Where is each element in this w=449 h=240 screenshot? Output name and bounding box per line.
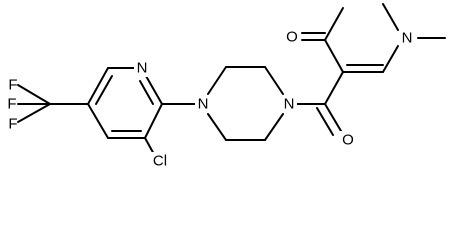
bond-pip-4	[264, 113, 284, 141]
bond-pyr-c5-c6	[87, 67, 109, 105]
chemical-structure-diagram: F F F N Cl N N O O N	[7, 3, 446, 170]
bond-carbonyl-o-double	[316, 107, 334, 136]
bond-pyr-c2-c3	[144, 103, 163, 139]
bond-ch-nme2	[382, 45, 399, 73]
bond-pyr-n1-c2-double	[139, 80, 154, 105]
bond-acetyl-methyl	[324, 7, 344, 41]
bond-cf3-f-bottom	[17, 103, 51, 123]
bond-pip-1	[207, 66, 227, 95]
piperazine-nitrogen-right-label: N	[284, 96, 295, 113]
bond-alkene-acetyl	[324, 39, 344, 73]
fluorine-mid-label: F	[7, 96, 16, 113]
bond-n-methyl-up	[382, 3, 399, 31]
atom-labels: F F F N Cl N N O O N	[7, 28, 415, 170]
bond-lines	[17, 3, 446, 157]
dimethylamino-nitrogen-label: N	[402, 30, 413, 47]
amide-oxygen-label: O	[342, 132, 354, 149]
fluorine-top-label: F	[8, 77, 17, 94]
bond-pyr-n1-c2	[145, 75, 163, 105]
ketone-oxygen-label: O	[286, 29, 298, 46]
bond-pyr-c4-c5	[87, 103, 109, 139]
fluorine-bottom-label: F	[8, 116, 17, 133]
bond-cf3-f-top	[17, 84, 51, 105]
bond-carbonyl-alkene	[324, 71, 344, 105]
bond-pip-3	[264, 66, 284, 95]
piperazine-nitrogen-left-label: N	[198, 96, 209, 113]
bond-pyr-c5-c6-double	[95, 75, 113, 105]
bond-carbonyl-o	[324, 103, 342, 132]
chlorine-label: Cl	[153, 153, 167, 170]
bond-pip-6	[207, 113, 227, 141]
pyridine-nitrogen-label: N	[137, 60, 148, 77]
